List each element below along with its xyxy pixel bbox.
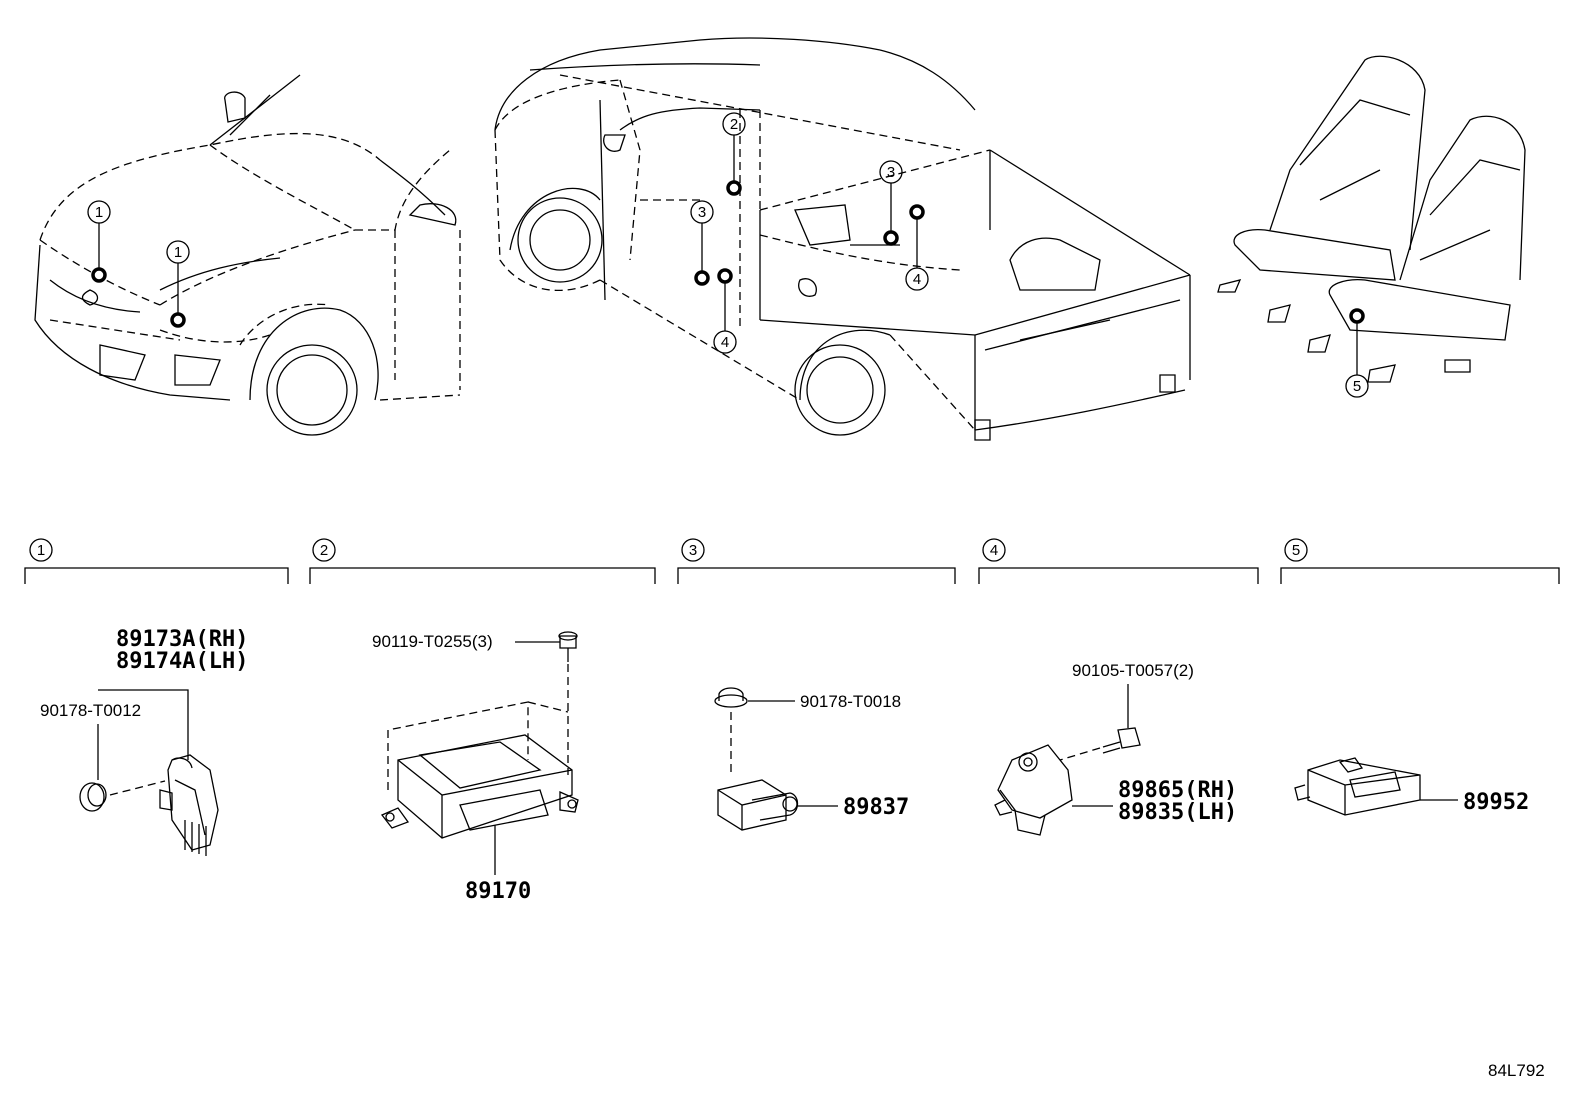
part-90119-T0255-label: 90119-T0255(3) xyxy=(372,632,493,651)
clip-90178-T0018 xyxy=(714,687,748,708)
part-90105-T0057-label: 90105-T0057(2) xyxy=(1072,661,1194,680)
group-3-number: 3 xyxy=(689,542,697,559)
part-89174A-label: 89174A(LH) xyxy=(116,649,248,674)
callout-4-left xyxy=(713,330,737,354)
part-89952-label: 89952 xyxy=(1463,790,1529,815)
bolt-90119-T0255 xyxy=(558,631,578,662)
airbag-control-unit-89170 xyxy=(380,734,579,839)
callout-2-label: 2 xyxy=(730,116,738,133)
side-airbag-sensor-89837 xyxy=(717,779,799,831)
part-89173A-label: 89173A(RH) xyxy=(116,627,248,652)
group-1-number: 1 xyxy=(37,542,45,559)
callout-4-left-label: 4 xyxy=(721,334,729,351)
group-3-parts: 90178-T0018 89837 xyxy=(714,687,909,831)
callout-1-right-label: 1 xyxy=(174,244,182,261)
part-90178-T0018-label: 90178-T0018 xyxy=(800,692,901,711)
diagram-code: 84L792 xyxy=(1488,1061,1545,1080)
side-sensor-89865 xyxy=(994,744,1073,836)
callout-markers: 1 1 2 3 3 4 4 5 xyxy=(87,112,1369,398)
occupant-sensor-89952 xyxy=(1294,757,1421,816)
group-4-number: 4 xyxy=(990,542,998,559)
group-1-parts: 89173A(RH) 89174A(LH) 90178-T0012 xyxy=(40,627,248,856)
front-airbag-sensor-89173A xyxy=(159,754,219,856)
group-2-parts: 90119-T0255(3) 89170 xyxy=(372,631,579,904)
callout-3-left-label: 3 xyxy=(698,204,706,221)
callout-3-right-label: 3 xyxy=(887,164,895,181)
callout-4-right xyxy=(905,267,929,291)
callout-5 xyxy=(1345,374,1369,398)
seats-view xyxy=(1217,55,1526,383)
callout-5-label: 5 xyxy=(1353,378,1361,395)
group-2-number: 2 xyxy=(320,542,328,559)
bolt-90105-T0057 xyxy=(1102,727,1141,754)
callout-4-right-label: 4 xyxy=(913,271,921,288)
part-89837-label: 89837 xyxy=(843,795,909,820)
group-5-parts: 89952 xyxy=(1294,757,1529,816)
part-89865-label: 89865(RH) xyxy=(1118,778,1237,803)
group-headers: 1 2 3 4 5 xyxy=(24,538,1560,584)
group-5-number: 5 xyxy=(1292,542,1300,559)
callout-1-left-label: 1 xyxy=(95,204,103,221)
part-89835-label: 89835(LH) xyxy=(1118,800,1237,825)
group-4-parts: 90105-T0057(2) 89865(RH) 89835(LH) xyxy=(994,661,1237,836)
vehicle-body-view xyxy=(494,37,1191,441)
vehicle-front-view xyxy=(34,74,461,436)
clip-90178-T0012 xyxy=(79,782,107,812)
part-90178-T0012-label: 90178-T0012 xyxy=(40,701,141,720)
part-89170-label: 89170 xyxy=(465,879,531,904)
